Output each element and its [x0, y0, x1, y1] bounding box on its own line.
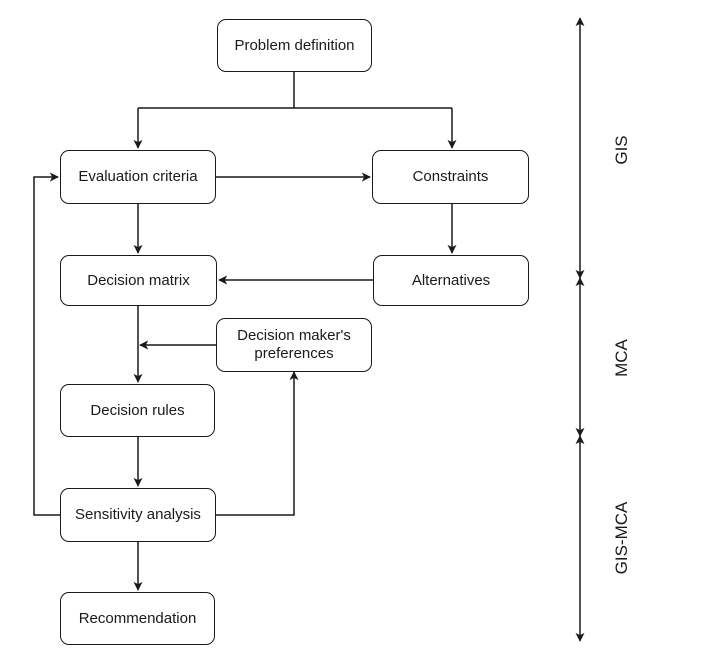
connector-problem-split — [138, 72, 452, 109]
arrow-sensitivity-to-preferences — [216, 371, 299, 516]
node-evaluation-criteria: Evaluation criteria — [60, 150, 216, 204]
node-sensitivity-analysis: Sensitivity analysis — [60, 488, 216, 542]
phase-label-mca: MCA — [612, 339, 631, 377]
node-alternatives: Alternatives — [373, 255, 529, 306]
arrow-sensitivity-to-criteria — [33, 172, 60, 516]
node-recommendation: Recommendation — [60, 592, 215, 645]
node-decision-matrix: Decision matrix — [60, 255, 217, 306]
phase-label-gis: GIS — [612, 135, 631, 165]
node-constraints: Constraints — [372, 150, 529, 204]
node-decision-maker-preferences: Decision maker's preferences — [216, 318, 372, 372]
phase-label-gis-mca: GIS-MCA — [612, 501, 631, 575]
node-decision-rules: Decision rules — [60, 384, 215, 437]
node-problem-definition: Problem definition — [217, 19, 372, 72]
